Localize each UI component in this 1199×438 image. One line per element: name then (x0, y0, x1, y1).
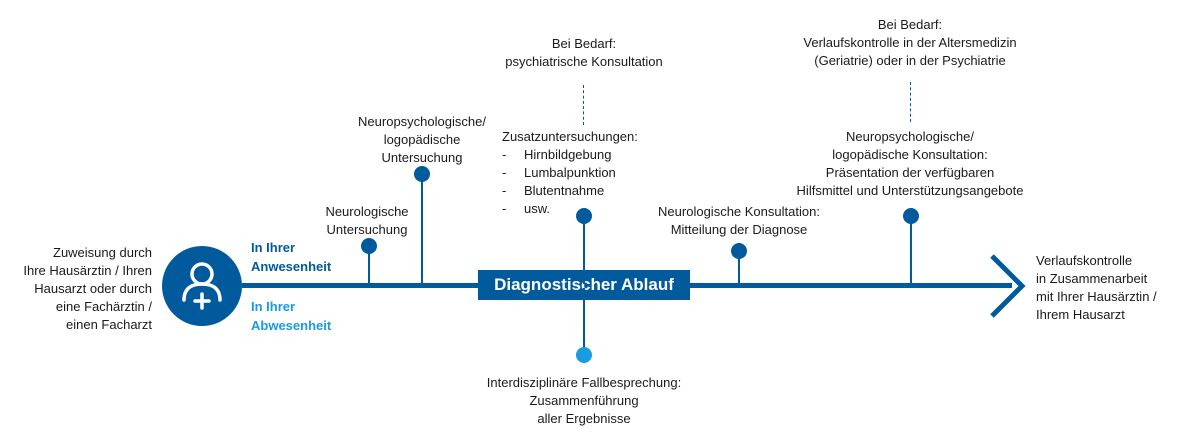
absence-label: In Ihrer Abwesenheit (251, 299, 332, 333)
geriatric-followup-text: Bei Bedarf: Verlaufskontrolle in der Alt… (803, 17, 1017, 68)
presence-label: In Ihrer Anwesenheit (251, 240, 332, 274)
neurological-exam-dot (361, 238, 377, 254)
patient-avatar (162, 246, 242, 326)
neurological-consultation-text: Neurologische Konsultation: Mitteilung d… (658, 204, 820, 237)
neuropsych-exam-stem (421, 180, 423, 284)
psychiatric-consultation-text: Bei Bedarf: psychiatrische Konsultation (505, 36, 663, 69)
additional-exams-dot (576, 208, 592, 224)
neuropsych-exam-dot (414, 166, 430, 182)
additional-exams-stem (583, 222, 585, 284)
additional-exams-text: Zusatzuntersuchungen: -Hirnbildgebung -L… (502, 128, 672, 218)
interdisciplinary-dot (576, 347, 592, 363)
list-item: -Lumbalpunktion (502, 165, 616, 180)
neurological-consultation-stem (738, 256, 740, 284)
list-item: -Blutentnahme (502, 183, 605, 198)
followup-text: Verlaufskontrolle in Zusammenarbeit mit … (1036, 253, 1157, 322)
interdisciplinary-stem (583, 288, 585, 350)
neuropsych-consultation-text: Neuropsychologische/ logopädische Konsul… (796, 129, 1024, 198)
geriatric-dashed-connector (910, 82, 911, 122)
neurological-consultation-dot (731, 243, 747, 259)
list-item: -usw. (502, 201, 551, 216)
psychiatric-dashed-connector (583, 85, 584, 125)
list-item: -Hirnbildgebung (502, 147, 612, 162)
neuropsych-consultation-stem (910, 222, 912, 284)
neuropsych-consultation-dot (903, 208, 919, 224)
person-plus-icon (182, 262, 222, 311)
interdisciplinary-text: Interdisziplinäre Fallbesprechung: Zusam… (486, 375, 682, 426)
neurological-exam-text: Neurologische Untersuchung (325, 204, 409, 237)
neuropsych-exam-text: Neuropsychologische/ logopädische Unters… (358, 114, 486, 165)
referral-text: Zuweisung durch Ihre Hausärztin / Ihren … (23, 245, 152, 332)
arrow-head-icon (990, 254, 1026, 318)
neurological-exam-stem (368, 246, 370, 284)
additional-exams-list: -Hirnbildgebung -Lumbalpunktion -Blutent… (502, 146, 672, 218)
